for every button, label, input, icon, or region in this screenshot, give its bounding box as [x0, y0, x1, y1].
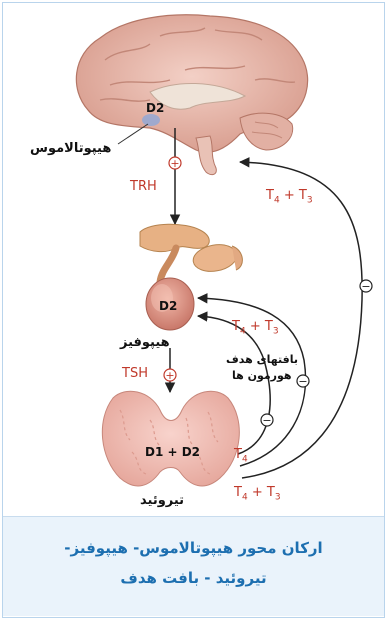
pituitary-lower-minus-glyph: −	[262, 414, 271, 427]
tsh-plus-glyph: +	[165, 369, 174, 382]
t4-t3-label-middle: T4 + T3	[232, 320, 279, 337]
t4-t3-label-top: T4 + T3	[266, 189, 313, 206]
pituitary-illustration	[140, 224, 242, 330]
caption-line-1: ارکان محور هیپوتالاموس- هیپوفیز-	[3, 533, 384, 563]
thyroid-illustration	[102, 391, 239, 486]
thyroid-label: تیروئید	[140, 494, 184, 507]
trh-plus-glyph: +	[170, 157, 179, 170]
caption-line-2: تیروئید - بافت هدف	[3, 563, 384, 593]
diagram: + + − − − هیپوتالاموس هیپوفیز تیروئید D2…	[0, 0, 387, 510]
figure-caption: ارکان محور هیپوتالاموس- هیپوفیز- تیروئید…	[3, 516, 384, 616]
diagram-canvas: + + − − −	[0, 0, 387, 510]
hypothalamus-minus-glyph: −	[361, 280, 370, 293]
target-tissue-label-line2: هورمون ها	[232, 370, 292, 381]
tsh-label: TSH	[122, 367, 148, 380]
trh-label: TRH	[130, 180, 157, 193]
t4-label: T4	[234, 448, 248, 465]
pituitary-label: هیپوفیز	[120, 336, 170, 349]
target-tissue-label-line1: بافتهای هدف	[226, 354, 298, 365]
t4-t3-label-bottom: T4 + T3	[234, 486, 281, 503]
thyroid-d1-d2-label: D1 + D2	[145, 446, 200, 458]
pituitary-upper-minus-glyph: −	[298, 375, 307, 388]
brain-d2-label: D2	[146, 102, 164, 114]
hypothalamus-label: هیپوتالاموس	[30, 142, 111, 155]
pituitary-d2-label: D2	[159, 300, 177, 312]
